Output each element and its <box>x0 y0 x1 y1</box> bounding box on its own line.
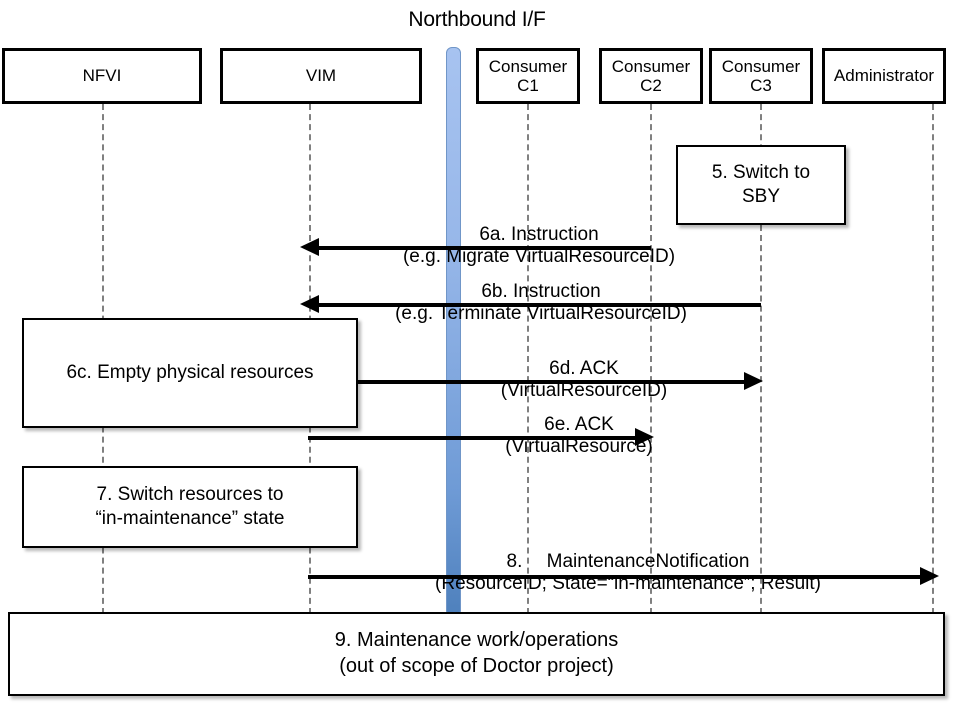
actor-label-consumer-c1: Consumer C1 <box>488 56 568 95</box>
actor-label-vim: VIM <box>305 66 337 86</box>
actor-box-consumer-c3[interactable]: Consumer C3 <box>709 48 813 104</box>
lifeline-c3 <box>760 104 762 614</box>
message-line-6d <box>358 380 746 384</box>
arrow-head-6a <box>300 238 319 256</box>
arrow-head-6b <box>300 295 319 313</box>
note-box-step5-switch-to-sby[interactable]: 5. Switch to SBY <box>676 145 846 225</box>
note-box-step6c-empty-physical-resources[interactable]: 6c. Empty physical resources <box>22 318 358 428</box>
actor-box-consumer-c1[interactable]: Consumer C1 <box>476 48 580 104</box>
note-label-step5: 5. Switch to SBY <box>711 161 811 207</box>
actor-box-consumer-c2[interactable]: Consumer C2 <box>599 48 703 104</box>
northbound-interface-bar <box>446 47 461 613</box>
note-box-step9-maintenance-work[interactable]: 9. Maintenance work/operations (out of s… <box>8 612 945 696</box>
actor-label-nfvi: NFVI <box>82 66 122 86</box>
arrow-head-6e <box>635 428 654 446</box>
message-line-6e <box>308 436 637 440</box>
message-line-6a <box>318 246 651 250</box>
page-title: Northbound I/F <box>408 8 546 31</box>
note-label-step7: 7. Switch resources to “in-maintenance” … <box>95 483 285 529</box>
note-box-step7-switch-resources[interactable]: 7. Switch resources to “in-maintenance” … <box>22 466 358 548</box>
arrow-head-8 <box>920 567 939 585</box>
message-line-8 <box>308 575 926 579</box>
message-line-6b <box>318 303 761 307</box>
actor-label-consumer-c2: Consumer C2 <box>611 56 691 95</box>
lifeline-c1 <box>527 104 529 614</box>
actor-box-nfvi[interactable]: NFVI <box>2 48 202 104</box>
lifeline-administrator <box>932 104 934 614</box>
arrow-head-6d <box>744 372 763 390</box>
message-label-8: 8. MaintenanceNotification (ResourceID; … <box>435 551 821 595</box>
actor-label-administrator: Administrator <box>833 66 935 86</box>
actor-box-administrator[interactable]: Administrator <box>822 48 946 104</box>
actor-box-vim[interactable]: VIM <box>220 48 422 104</box>
actor-label-consumer-c3: Consumer C3 <box>721 56 801 95</box>
note-label-step9: 9. Maintenance work/operations (out of s… <box>334 629 619 677</box>
note-label-step6c: 6c. Empty physical resources <box>66 361 314 383</box>
lifeline-c2 <box>650 104 652 614</box>
